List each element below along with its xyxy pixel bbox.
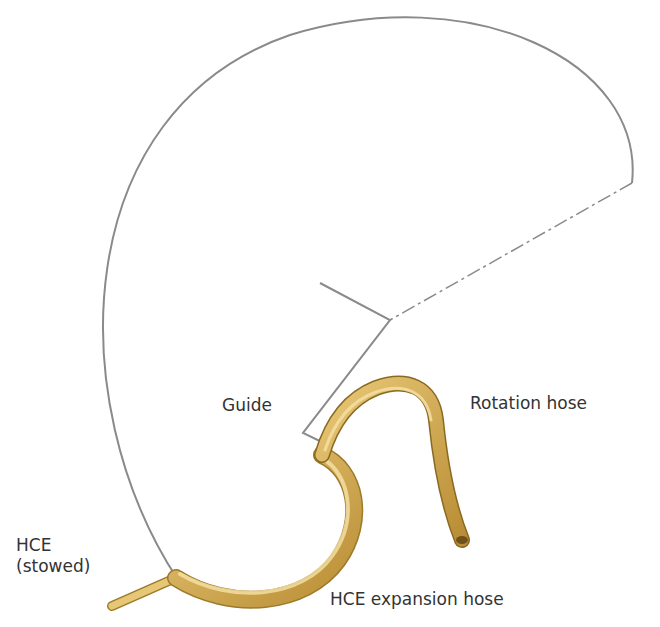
rotation-hose-edge xyxy=(322,384,462,540)
expansion-hose-edge xyxy=(176,455,354,600)
guide-axis xyxy=(390,183,632,320)
expansion-hose xyxy=(176,455,354,600)
guide-arm xyxy=(303,283,390,446)
part-label: Guide xyxy=(222,395,272,416)
rotation-hose-highlight xyxy=(325,388,431,450)
part-label: Rotation hose xyxy=(470,393,587,414)
part-label: HCE expansion hose xyxy=(330,589,504,610)
guide-loop xyxy=(103,17,633,580)
part-label: HCE (stowed) xyxy=(16,535,98,578)
expansion-hose-highlight xyxy=(180,458,348,593)
rotation-hose xyxy=(322,384,462,540)
rotation-hose-end xyxy=(456,536,468,544)
